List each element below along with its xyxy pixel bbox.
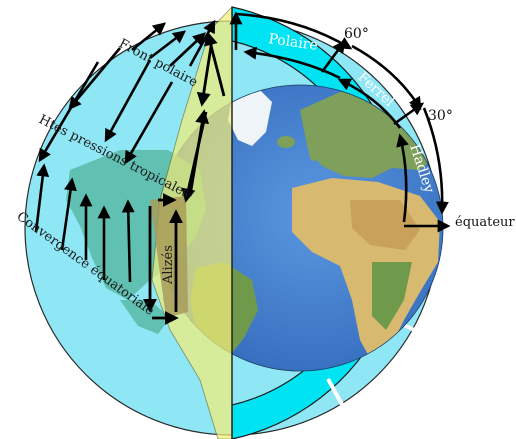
cell-arrows [229, 11, 451, 233]
greenland-landmass [228, 88, 272, 146]
meridional-wedge [150, 6, 233, 439]
wedge-arrows [143, 31, 226, 325]
equator-label: équateur [455, 215, 515, 230]
latitude-30-label: 30° [428, 108, 453, 124]
trade-winds-label: Alizés [161, 245, 176, 285]
polar-cell-label: Polaire [267, 31, 318, 54]
surface-wind-arrows [34, 19, 216, 283]
latitude-60-label: 60° [344, 26, 369, 42]
